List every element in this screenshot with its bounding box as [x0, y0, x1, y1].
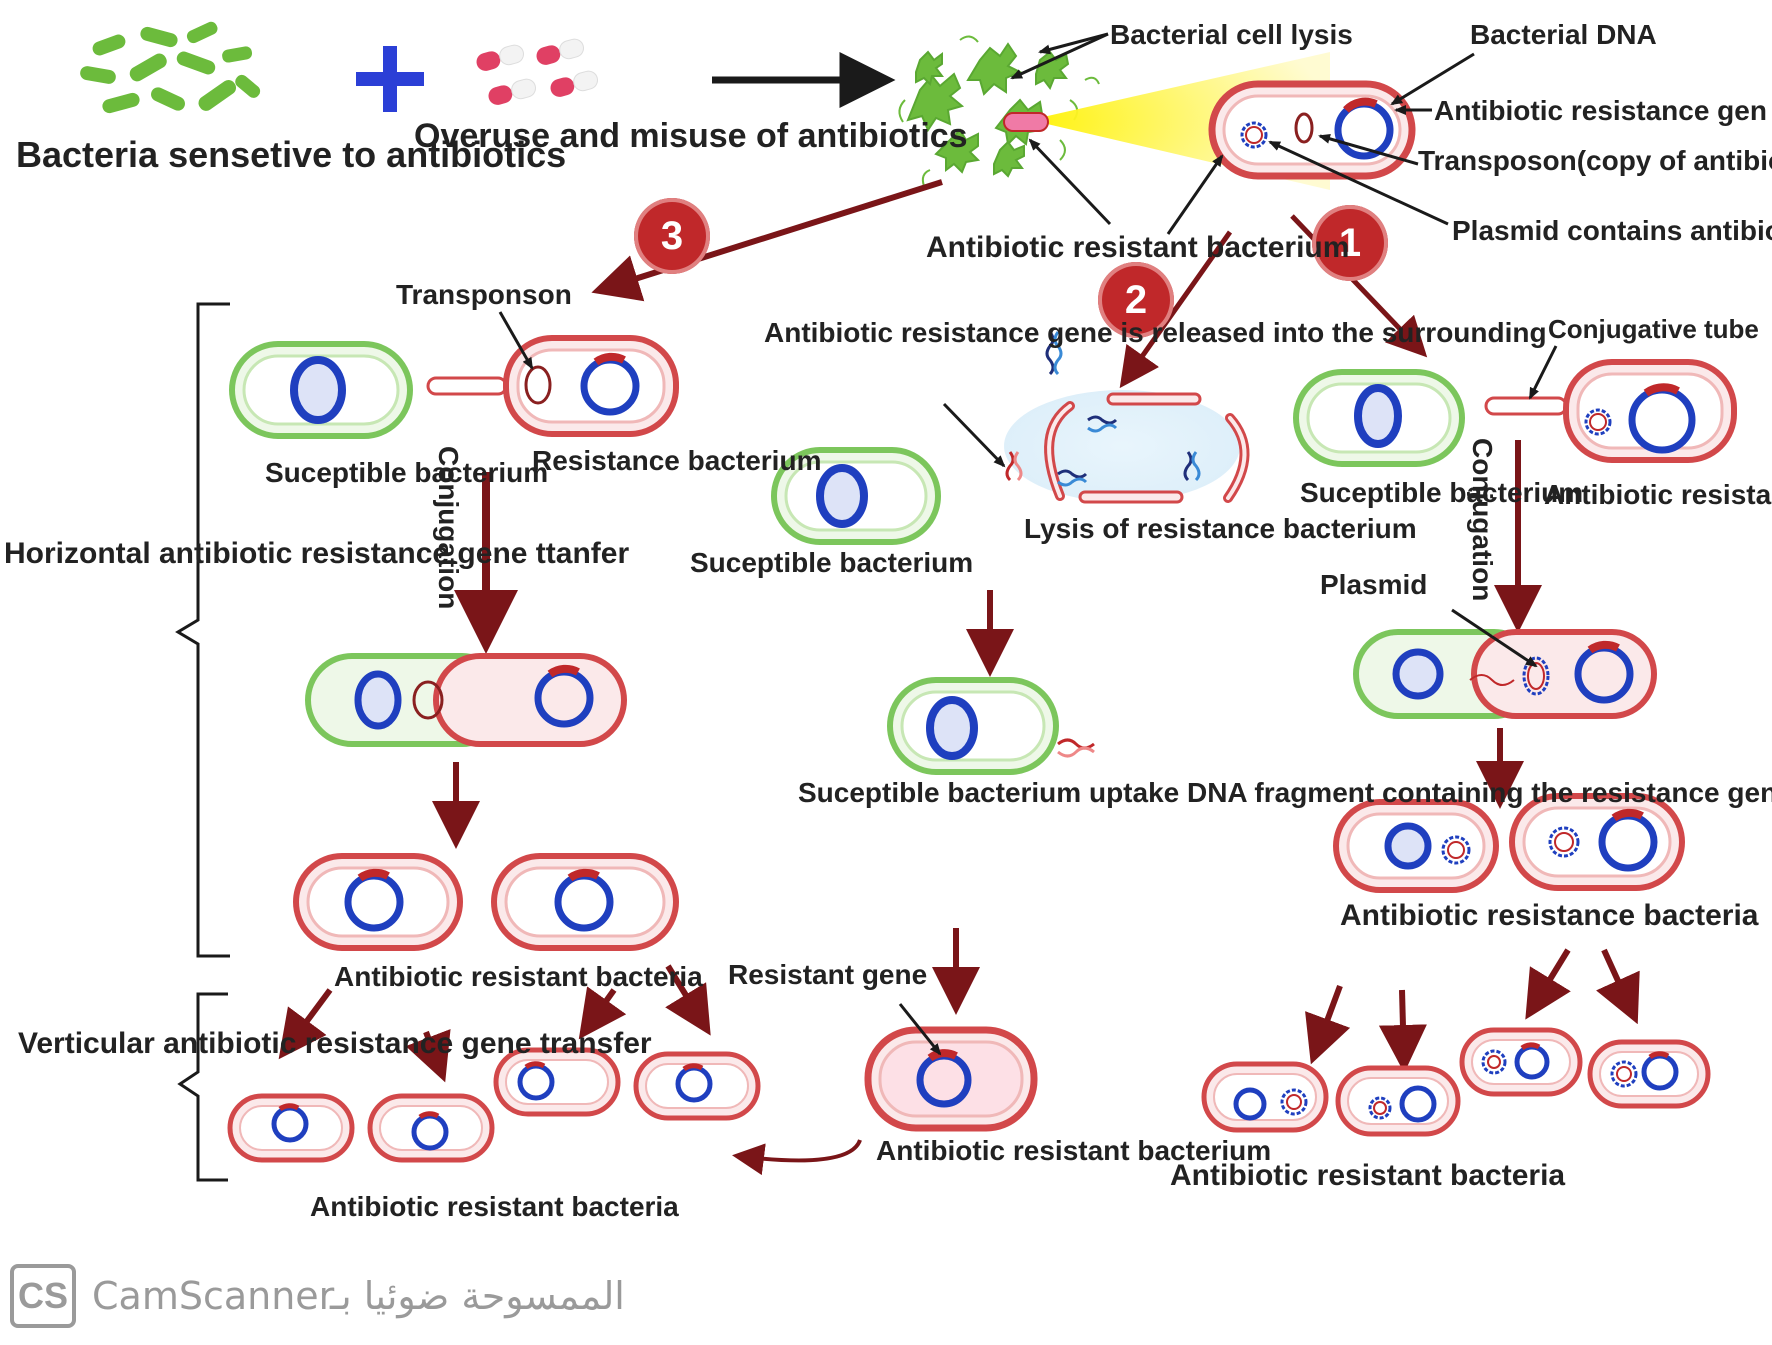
label-lysis-resistance-bacterium: Lysis of resistance bacterium: [1024, 513, 1417, 544]
small-resistant-bacterium-5: [1201, 1061, 1329, 1133]
label-transposon-copy: Transposon(copy of antibiotic resistance…: [1418, 145, 1772, 176]
horizontal-bracket: [175, 302, 230, 958]
pathway-badge-three: 3: [634, 198, 710, 274]
lysed-bacteria-icon: [906, 42, 1070, 178]
resistant-bacterium-right-a: [1333, 799, 1499, 893]
top-pointers: [1010, 32, 1475, 235]
sensitive-bacteria-icon: [80, 21, 261, 114]
resistant-bacterium-small-icon: [1003, 112, 1049, 132]
camscanner-logo: CS: [10, 1264, 76, 1328]
label-uptake-text: Suceptible bacterium uptake DNA fragment…: [798, 777, 1772, 808]
conjugative-tube-left: [426, 376, 508, 396]
label-suceptible-bacterium-middle: Suceptible bacterium: [690, 547, 974, 578]
label-plasmid-contains: Plasmid contains antibiotic resistance g…: [1452, 215, 1772, 246]
label-antibiotic-resistant-bacteria-bottom-left: Antibiotic resistant bacteria: [310, 1191, 679, 1222]
label-antibiotic-resistant-bacteria-left: Antibiotic resistant bacteria: [334, 961, 703, 992]
label-bacterial-dna: Bacterial DNA: [1470, 19, 1657, 50]
gene-release-pointer: [942, 402, 1006, 468]
label-antibiotic-resistant-bacterium-right: Antibiotic resistant bacterium: [1544, 479, 1772, 510]
resistant-bacterium-right-b: [1509, 793, 1685, 891]
resistant-bacterium-left-b: [491, 853, 679, 951]
resistant-bacterium-right: [1563, 359, 1737, 463]
conjugating-pair-left: [305, 653, 627, 747]
pathway-badge-two: 2: [1098, 262, 1174, 338]
small-resistant-bacterium-1: [227, 1093, 355, 1163]
label-resistance-bacterium: Resistance bacterium: [532, 445, 822, 476]
resistant-bacterium-left-a: [293, 853, 463, 951]
watermark-app-name: CamScanner: [92, 1274, 335, 1318]
label-overuse: Overuse and misuse of antibiotics: [414, 117, 968, 155]
label-plasmid: Plasmid: [1320, 569, 1428, 600]
susceptible-bacterium-middle: [771, 447, 941, 545]
lysed-resistance-bacterium: [1004, 390, 1250, 504]
plus-icon: [356, 46, 424, 112]
label-suceptible-bacterium-left: Suceptible bacterium: [265, 457, 549, 488]
label-horizontal-transfer: Horizontal antibiotic resistance gene tt…: [4, 537, 630, 570]
transformed-resistant-bacterium: [864, 1026, 1038, 1132]
label-antibiotic-resistant-bacterium-bottom: Antibiotic resistant bacterium: [876, 1135, 1272, 1166]
label-conjugation-right: Conjugation: [1467, 438, 1499, 602]
label-vertical-transfer: Verticular antibiotic resistance gene tr…: [18, 1027, 652, 1060]
transponson-pointer: [498, 311, 534, 370]
susceptible-bacterium-right: [1293, 369, 1465, 467]
resistance-bacterium-left: [503, 335, 679, 437]
dna-fragments-icon: [1005, 331, 1201, 487]
label-suceptible-bacterium-right: Suceptible bacterium: [1300, 477, 1584, 508]
label-antibiotic-resistance-bacteria-right: Antibiotic resistance bacteria: [1340, 899, 1759, 932]
label-antibiotic-resistant-bacteria-bottom-right: Antibiotic resistant bacteria: [1170, 1159, 1566, 1192]
label-bacteria-sensitive: Bacteria sensetive to antibiotics: [16, 134, 567, 175]
label-conjugative-tube: Conjugative tube: [1548, 314, 1759, 344]
small-resistant-bacterium-7: [1459, 1027, 1583, 1097]
label-antibiotic-resistance-gene: Antibiotic resistance gen: [1434, 95, 1767, 126]
label-cell-lysis: Bacterial cell lysis: [1110, 19, 1353, 50]
small-resistant-bacterium-2: [367, 1093, 495, 1163]
label-transponson: Transponson: [396, 279, 572, 310]
small-resistant-bacterium-6: [1335, 1065, 1461, 1137]
label-gene-released: Antibiotic resistance gene is released i…: [764, 317, 1547, 348]
watermark-arabic: الممسوحة ضوئيا بـ: [330, 1274, 625, 1318]
conjugative-tube-pointer: [1528, 345, 1558, 400]
susceptible-bacterium-left: [229, 341, 413, 439]
antibiotic-pills-icon: [476, 38, 598, 105]
resistant-gene-pointer: [898, 1003, 942, 1056]
small-resistant-bacterium-3: [493, 1047, 621, 1117]
vertical-bracket: [177, 992, 228, 1182]
small-resistant-bacterium-8: [1587, 1039, 1711, 1109]
small-resistant-bacterium-4: [633, 1051, 761, 1121]
conjugative-tube-right: [1484, 396, 1568, 416]
label-resistant-gene: Resistant gene: [728, 959, 928, 990]
pathway-badge-one: 1: [1312, 205, 1388, 281]
uptake-bacterium: [887, 677, 1095, 775]
label-conjugation-left: Conjugation: [433, 446, 465, 610]
label-antibiotic-resistant-bacterium-top: Antibiotic resistant bacterium: [926, 231, 1350, 264]
plasmid-pointer: [1451, 608, 1538, 668]
